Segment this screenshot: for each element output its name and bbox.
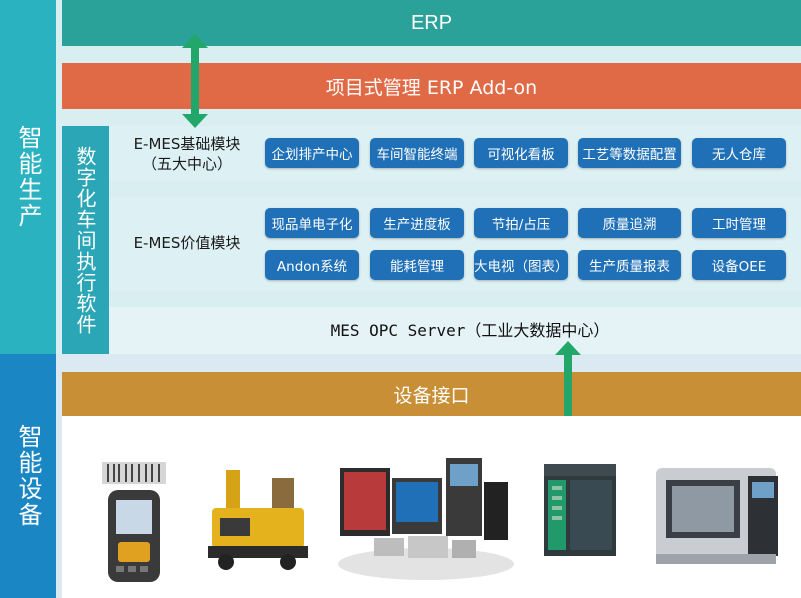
cnc-machine-icon (656, 468, 778, 564)
chip-takt-occupancy[interactable]: 节拍/占压 (474, 208, 568, 238)
mes-vertical-title: 数字化车间执行软件 (62, 126, 109, 354)
industrial-screens-icon (338, 458, 514, 580)
handheld-scanner-icon (102, 462, 166, 582)
chip-workshop-terminal[interactable]: 车间智能终端 (370, 138, 464, 168)
chip-quality-trace[interactable]: 质量追溯 (578, 208, 681, 238)
chip-labor-hours[interactable]: 工时管理 (692, 208, 786, 238)
chip-big-tv-chart[interactable]: 大电视（图表） (474, 250, 569, 280)
chip-electronic-order[interactable]: 现品单电子化 (265, 208, 359, 238)
erp-addon-bar: 项目式管理 ERP Add-on (62, 63, 801, 109)
value-module-label: E-MES价值模块 (133, 234, 241, 252)
chip-process-data-config[interactable]: 工艺等数据配置 (578, 138, 681, 168)
chip-visual-board[interactable]: 可视化看板 (474, 138, 568, 168)
erp-bar: ERP (62, 0, 801, 46)
double-arrow-opc-device-icon (555, 341, 581, 435)
opc-server-label: MES OPC Server（工业大数据中心） (330, 321, 610, 340)
chip-equipment-oee[interactable]: 设备OEE (692, 250, 786, 280)
agv-cart-icon (208, 470, 308, 570)
double-arrow-erp-mes-icon (182, 34, 208, 128)
device-interface-bar: 设备接口 (62, 372, 801, 416)
side-label-production: 智能生产 (0, 0, 56, 354)
opc-server-panel (109, 307, 801, 354)
chip-planning-center[interactable]: 企划排产中心 (265, 138, 359, 168)
side-label-equipment: 智能设备 (0, 354, 56, 598)
plc-module-icon (544, 464, 616, 556)
chip-quality-report[interactable]: 生产质量报表 (578, 250, 681, 280)
chip-unmanned-warehouse[interactable]: 无人仓库 (692, 138, 786, 168)
chip-energy-management[interactable]: 能耗管理 (370, 250, 464, 280)
chip-andon-system[interactable]: Andon系统 (265, 250, 359, 280)
device-gallery (62, 416, 801, 598)
chip-progress-board[interactable]: 生产进度板 (370, 208, 464, 238)
base-module-label: E-MES基础模块 （五大中心） (133, 135, 241, 173)
